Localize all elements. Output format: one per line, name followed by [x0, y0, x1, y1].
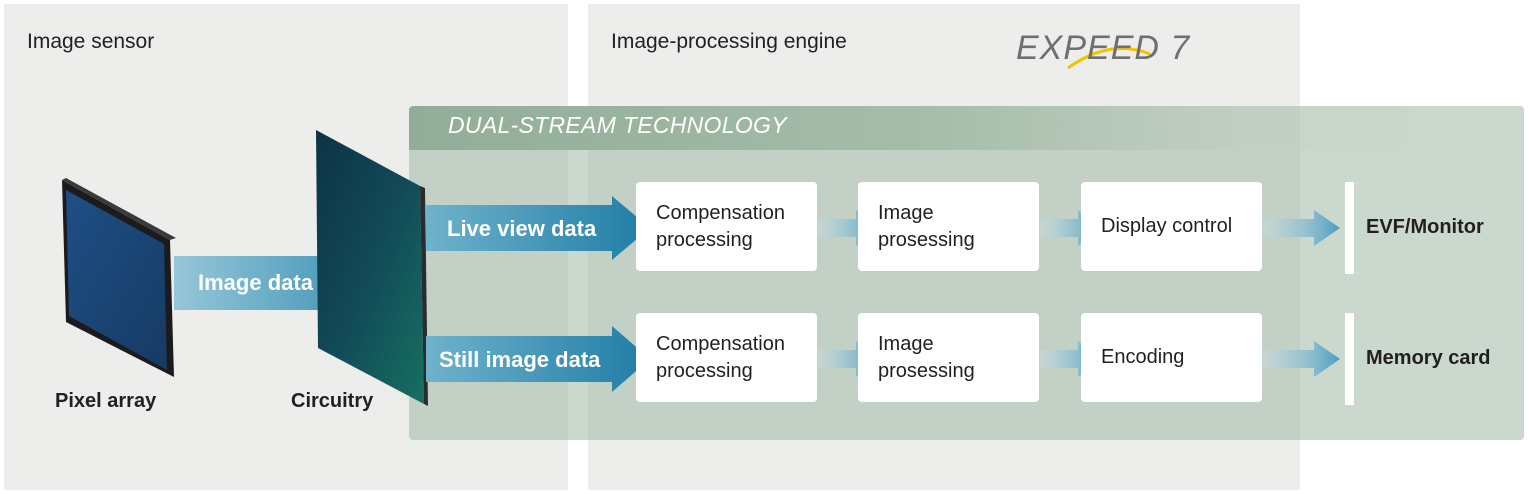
still-image-data-label: Still image data	[439, 347, 601, 372]
display-control-box: Display control	[1081, 182, 1262, 271]
circuitry-label: Circuitry	[291, 390, 374, 412]
encoding-box: Encoding	[1081, 313, 1262, 402]
live-image-processing-line1: Image	[878, 202, 934, 225]
pixel-array-graphic	[62, 178, 176, 377]
live-compensation-line2: processing	[656, 228, 753, 251]
live-image-processing-box: Image prosessing	[858, 182, 1039, 271]
live-view-data-arrow	[426, 196, 650, 260]
image-processing-engine-title: Image-processing engine	[611, 30, 847, 53]
evf-monitor-label: EVF/Monitor	[1366, 216, 1484, 238]
still-compensation-line2: processing	[656, 359, 753, 382]
circuitry-graphic	[316, 130, 428, 406]
dual-stream-title: DUAL-STREAM TECHNOLOGY	[448, 112, 787, 138]
still-image-processing-box: Image prosessing	[858, 313, 1039, 402]
encoding-label: Encoding	[1101, 346, 1185, 369]
still-compensation-line1: Compensation	[656, 333, 785, 356]
memory-card-bar	[1345, 313, 1354, 405]
evf-monitor-bar	[1345, 182, 1354, 274]
still-image-processing-line1: Image	[878, 333, 934, 356]
still-image-processing-line2: prosessing	[878, 359, 975, 382]
live-image-processing-line2: prosessing	[878, 228, 975, 251]
live-view-data-label: Live view data	[447, 216, 597, 241]
still-compensation-processing-box: Compensation processing	[636, 313, 817, 402]
dual-stream-band-header	[409, 106, 1524, 150]
live-compensation-line1: Compensation	[656, 202, 785, 225]
pixel-array-label: Pixel array	[55, 390, 157, 412]
live-compensation-processing-box: Compensation processing	[636, 182, 817, 271]
still-image-data-arrow	[426, 326, 650, 392]
display-control-label: Display control	[1101, 215, 1233, 238]
image-sensor-title: Image sensor	[27, 30, 155, 53]
image-data-label: Image data	[198, 270, 313, 295]
memory-card-label: Memory card	[1366, 347, 1491, 369]
